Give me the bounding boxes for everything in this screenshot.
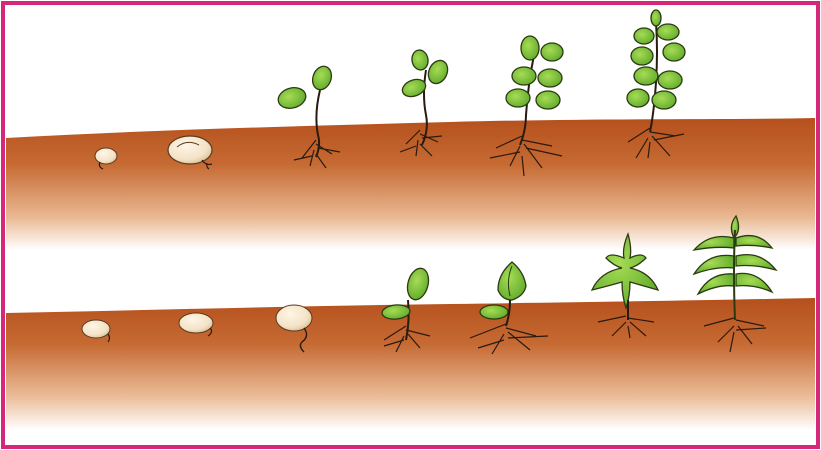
soil-band-top — [6, 118, 815, 250]
soil-band-bottom — [6, 298, 815, 430]
